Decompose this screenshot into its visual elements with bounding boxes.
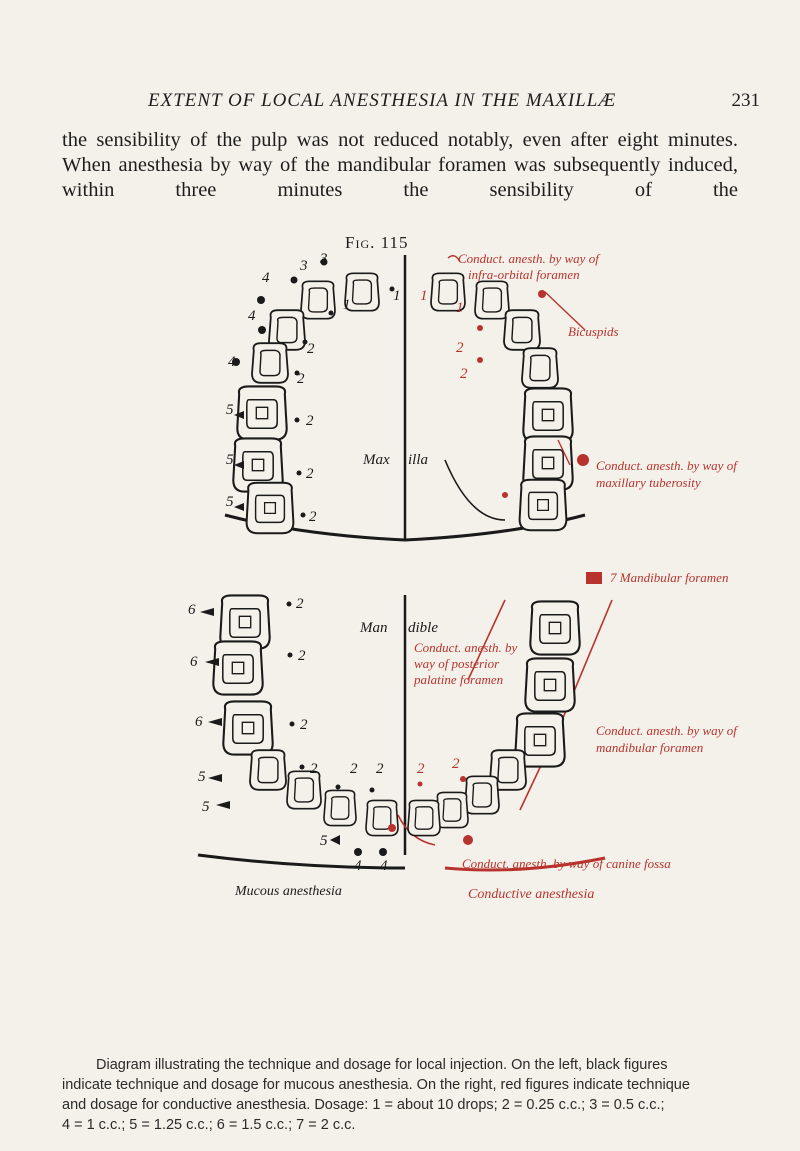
mandible-label: Man dible — [359, 620, 438, 636]
dose-5a: 5 — [226, 402, 234, 418]
mandible-left-text: Man — [359, 620, 388, 636]
dose-4e: 4 — [380, 858, 388, 874]
dose-4d: 4 — [354, 858, 362, 874]
caption-line-4: 4 = 1 c.c.; 5 = 1.25 c.c.; 6 = 1.5 c.c.;… — [62, 1117, 356, 1133]
dose-1d: 1 — [456, 300, 464, 316]
caption-line-3: and dosage for conductive anesthesia. Do… — [62, 1097, 665, 1113]
figure-label: Fig. 115 — [345, 233, 409, 252]
palatine-label-3: palatine foramen — [413, 672, 503, 687]
upper-right-dosage-marks: 1 1 2 2 Conduct. anesth. by way of infra… — [420, 251, 739, 498]
dose-2l: 2 — [350, 761, 358, 777]
dose-5e: 5 — [202, 799, 210, 815]
bottom-labels: Mucous anesthesia Conductive anesthesia — [234, 884, 594, 902]
dose-1c: 1 — [420, 288, 428, 304]
dose-2b: 2 — [297, 371, 305, 387]
dose-2h: 2 — [296, 596, 304, 612]
dose-2i: 2 — [298, 648, 306, 664]
palatine-label-1: Conduct. anesth. by — [414, 640, 517, 655]
dose-5d: 5 — [198, 769, 206, 785]
dose-2n: 2 — [452, 756, 460, 772]
dose-2e: 2 — [309, 509, 317, 525]
maxilla-left-text: Max — [362, 452, 390, 468]
mandible-right-text: dible — [408, 620, 438, 636]
canine-fossa-label: Conduct. anesth. by way of canine fossa — [462, 856, 671, 871]
conductive-anesthesia-label: Conductive anesthesia — [468, 887, 594, 902]
caption-line-1: Diagram illustrating the technique and d… — [96, 1057, 668, 1073]
dose-6c: 6 — [195, 714, 203, 730]
dose-2f: 2 — [456, 340, 464, 356]
dose-2a: 2 — [307, 341, 315, 357]
foramen-key: 7 Mandibular foramen — [586, 570, 728, 585]
tuberosity-label-1: Conduct. anesth. by way of — [596, 458, 739, 473]
dose-1b: 1 — [343, 297, 351, 313]
dose-1a: 1 — [393, 288, 401, 304]
mucous-anesthesia-label: Mucous anesthesia — [234, 884, 342, 899]
dose-6a: 6 — [188, 602, 196, 618]
bicuspids-label: Bicuspids — [568, 324, 619, 339]
dose-4c: 4 — [228, 354, 236, 370]
dose-6b: 6 — [190, 654, 198, 670]
dose-4a: 4 — [262, 270, 270, 286]
foramen-key-text: 7 Mandibular foramen — [610, 570, 728, 585]
caption-line-2: indicate technique and dosage for mucous… — [62, 1077, 690, 1093]
dose-2g: 2 — [460, 366, 468, 382]
upper-right-teeth — [430, 272, 574, 532]
lower-right-teeth — [407, 600, 581, 837]
running-head: EXTENT OF LOCAL ANESTHESIA IN THE MAXILL… — [60, 90, 760, 118]
mandibular-label-2: mandibular foramen — [596, 740, 703, 755]
dose-3a: 3 — [299, 258, 308, 274]
dose-5c: 5 — [226, 494, 234, 510]
upper-left-dosage-marks: 3 3 4 4 4 5 5 5 1 1 2 2 2 2 2 — [226, 251, 401, 525]
dose-5b: 5 — [226, 452, 234, 468]
maxilla-label: Max illa — [362, 452, 428, 468]
lower-right-dosage-marks: 2 2 Conduct. anesth. by way of posterior… — [388, 640, 739, 871]
maxilla-right-text: illa — [408, 452, 428, 468]
dose-4b: 4 — [248, 308, 256, 324]
lower-left-dosage-marks: 6 6 6 5 5 2 2 2 2 2 2 4 4 5 — [188, 596, 388, 874]
running-title: EXTENT OF LOCAL ANESTHESIA IN THE MAXILL… — [148, 90, 617, 111]
page-number: 231 — [731, 90, 761, 111]
body-text: the sensibility of the pulp was not redu… — [62, 129, 738, 201]
tuberosity-label-2: maxillary tuberosity — [596, 475, 701, 490]
dose-2c: 2 — [306, 413, 314, 429]
foramen-key-swatch — [586, 572, 602, 584]
figure-caption: Diagram illustrating the technique and d… — [62, 1055, 742, 1135]
dose-2o: 2 — [417, 761, 425, 777]
dose-2m: 2 — [376, 761, 384, 777]
infraorbital-label-2: infra-orbital foramen — [468, 267, 580, 282]
dose-2j: 2 — [300, 717, 308, 733]
palatine-label-2: way of posterior — [414, 656, 500, 671]
dose-2d: 2 — [306, 466, 314, 482]
dose-3b: 3 — [319, 251, 328, 267]
dose-5f: 5 — [320, 833, 328, 849]
mandibular-label-1: Conduct. anesth. by way of — [596, 723, 739, 738]
dose-2k: 2 — [310, 761, 318, 777]
infraorbital-label-1: Conduct. anesth. by way of — [458, 251, 601, 266]
